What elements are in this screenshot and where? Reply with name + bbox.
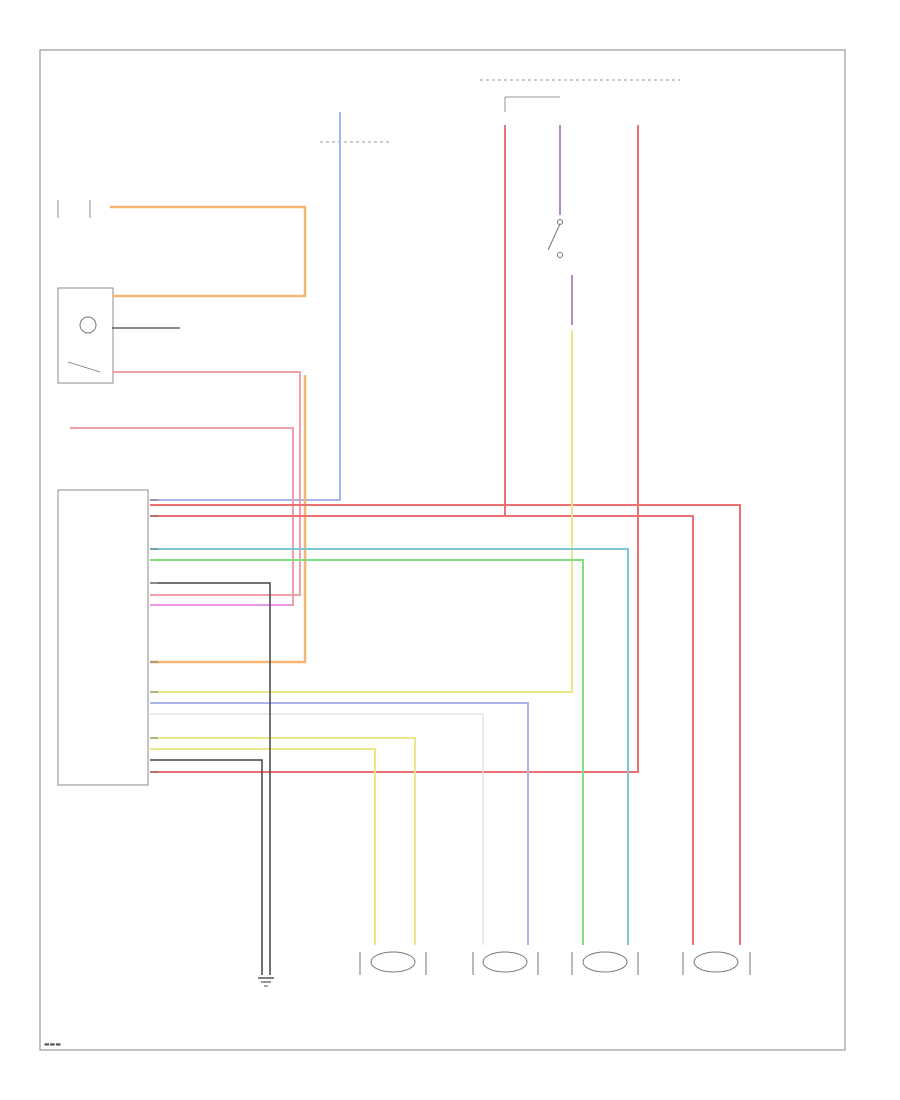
wire-teal-lf-sensor <box>150 548 629 945</box>
wire-orange-traction <box>150 375 307 664</box>
wire-green-lf-sensor <box>150 559 584 945</box>
wire-tan-brake-switch <box>150 330 573 693</box>
sensor-rr-icon <box>359 951 427 975</box>
wire-red-fuse-1 <box>150 125 506 517</box>
switch-contact <box>67 361 101 373</box>
wire-blue-rf-sensor <box>150 702 529 945</box>
sensor-lf-icon <box>571 951 639 975</box>
wire-ground-a <box>150 582 271 975</box>
wire-yellow-rr-sensor-a <box>150 737 416 945</box>
brake-switch-icon <box>547 219 563 258</box>
abs-control-module-box <box>57 489 149 786</box>
sensor-rf-icon <box>472 951 539 975</box>
wire-gray-rf-sensor <box>150 713 484 945</box>
footer-code: ▬▬▬ <box>44 1041 61 1048</box>
switch-lamp-icon <box>79 316 97 334</box>
wire-red-fuse-3 <box>150 125 639 773</box>
sensor-lr-icon <box>682 951 751 975</box>
wire-pink-switch <box>112 371 301 596</box>
diagram-frame <box>39 49 846 1051</box>
traction-control-switch-box <box>57 287 114 384</box>
module-pin-ticks <box>150 499 158 773</box>
wire-red-lr-sensor-a <box>150 504 741 945</box>
wire-red-lr-sensor-b <box>150 515 694 945</box>
ground-icon <box>258 977 274 987</box>
wire-yellow-rr-sensor-b <box>150 748 376 945</box>
wire-blue-fuse-to-module <box>150 112 341 501</box>
wire-orange-cluster <box>110 205 307 298</box>
wire-ground-b <box>150 759 263 975</box>
